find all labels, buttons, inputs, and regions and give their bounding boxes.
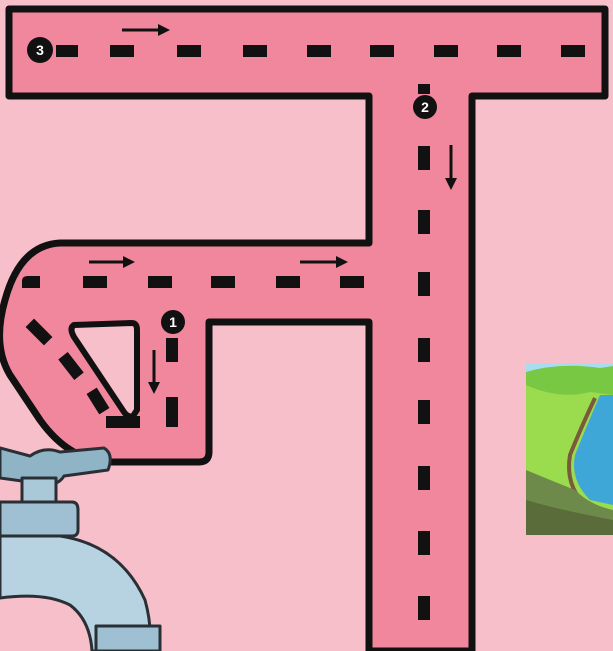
step-badge-1: 1 <box>161 310 185 334</box>
dash <box>340 276 364 288</box>
guide-dashes-stem <box>418 84 430 620</box>
dash <box>106 416 140 428</box>
dash <box>83 276 107 288</box>
step-number: 1 <box>169 314 177 330</box>
dash <box>418 272 430 296</box>
step-number: 2 <box>421 99 429 115</box>
dash <box>370 45 394 57</box>
step-badge-3: 3 <box>27 37 53 63</box>
dash <box>148 276 172 288</box>
dash <box>497 45 521 57</box>
dash <box>434 45 458 57</box>
dash <box>418 338 430 362</box>
dash <box>166 397 178 427</box>
dash <box>418 84 430 94</box>
dash <box>561 45 585 57</box>
dash <box>418 531 430 555</box>
dash <box>211 276 235 288</box>
dash <box>418 400 430 424</box>
dash <box>110 45 134 57</box>
dash <box>166 338 178 362</box>
dash <box>22 276 40 288</box>
dash <box>177 45 201 57</box>
dash <box>418 466 430 490</box>
dash <box>56 45 78 57</box>
dash <box>418 210 430 234</box>
dash <box>243 45 267 57</box>
grassy-riverbank-picture <box>526 363 613 535</box>
step-number: 3 <box>36 42 44 58</box>
dash <box>418 146 430 170</box>
dash <box>307 45 331 57</box>
dash <box>418 596 430 620</box>
dash <box>276 276 300 288</box>
step-badge-2: 2 <box>413 95 437 119</box>
